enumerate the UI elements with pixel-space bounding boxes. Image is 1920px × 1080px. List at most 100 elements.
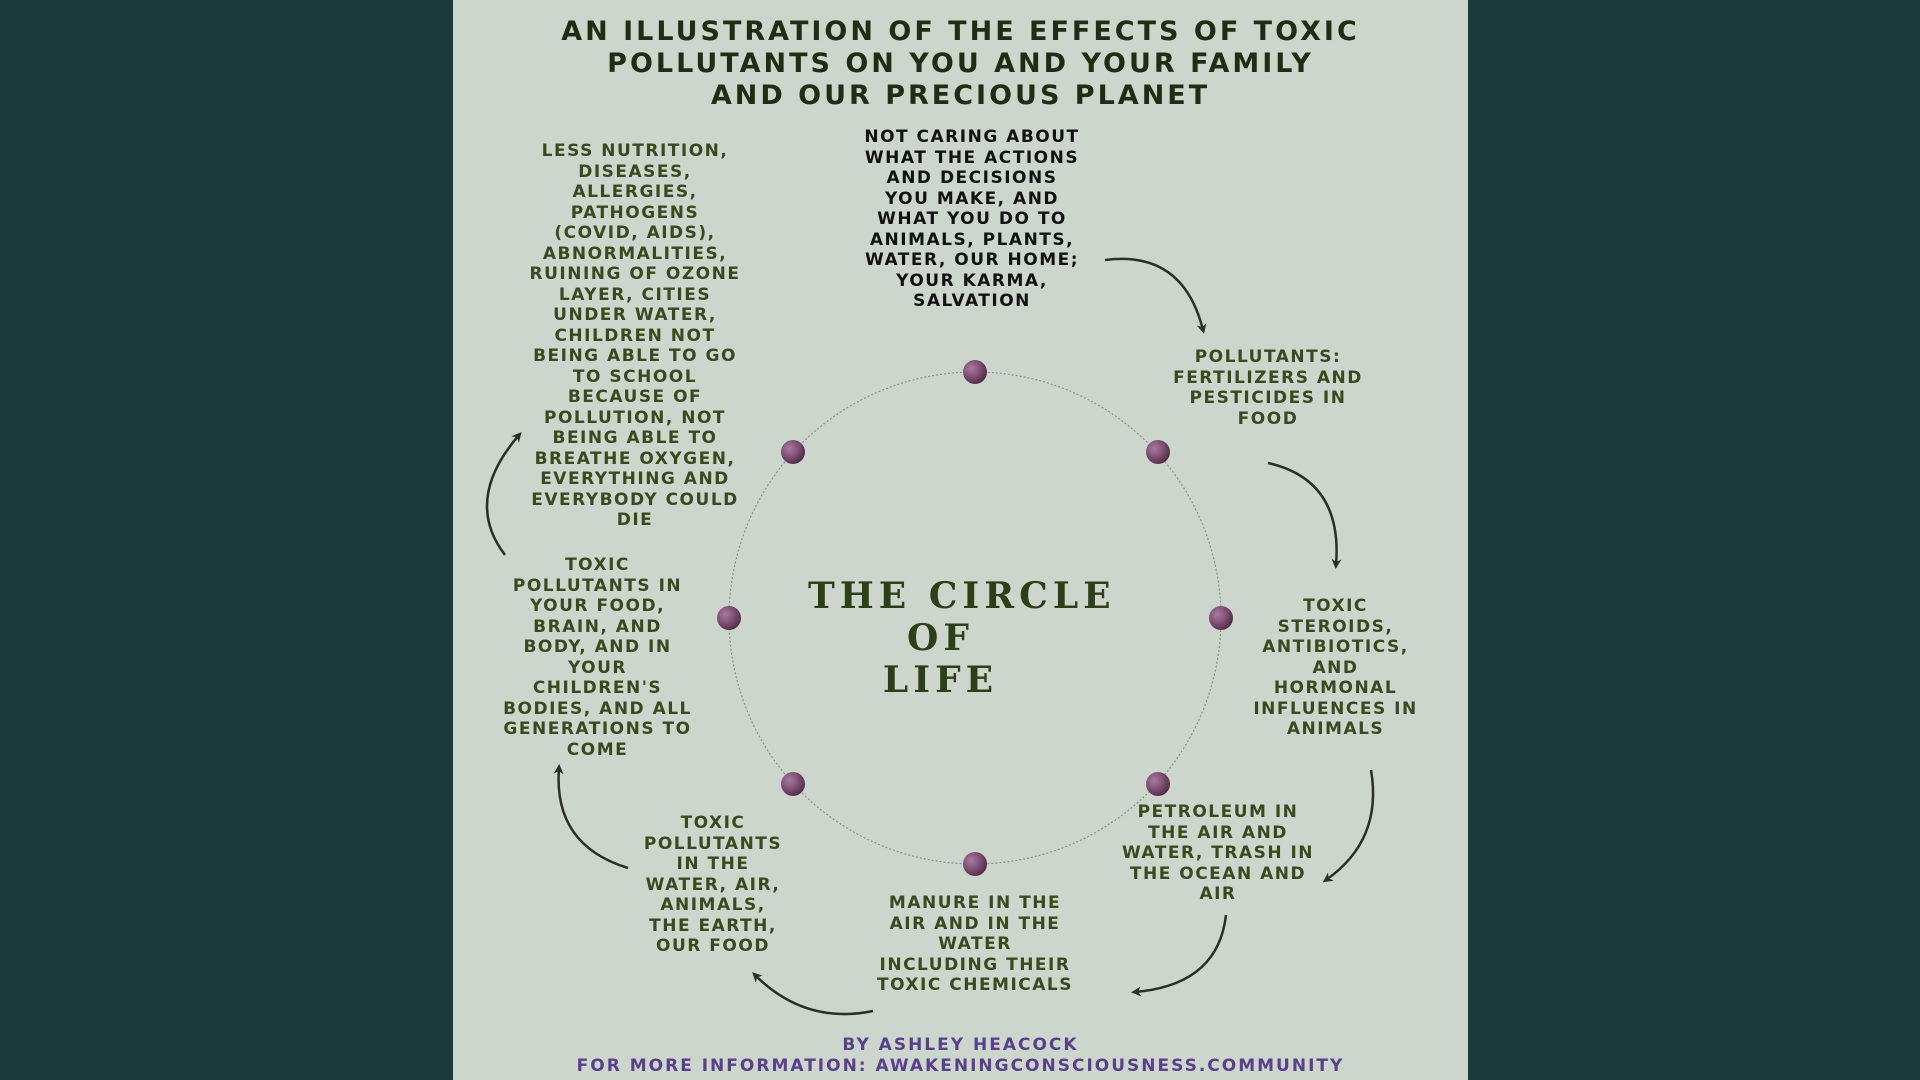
stage-line: WATER [938, 934, 1012, 954]
stage-line: ANTIBIOTICS, [1262, 637, 1409, 657]
stage-line: BODIES, AND ALL [503, 698, 692, 719]
title-line: POLLUTANTS ON YOU AND YOUR FAMILY [607, 48, 1314, 79]
stage-human-body: TOXIC POLLUTANTS IN YOUR FOOD, BRAIN, AN… [495, 555, 700, 760]
stage-line: BECAUSE OF [567, 387, 703, 407]
cycle-node [1146, 772, 1170, 796]
stage-line: BODY, AND IN [523, 637, 672, 657]
stage-line: YOUR FOOD, [529, 596, 666, 616]
infographic-panel: AN ILLUSTRATION OF THE EFFECTS OF TOXIC … [453, 0, 1468, 1080]
stage-line: RUINING OF OZONE [529, 264, 741, 284]
stage-line: DISEASES, [578, 161, 692, 182]
arrow-3 [1322, 769, 1375, 883]
stage-line: LESS NUTRITION, [541, 141, 729, 161]
arrow-6 [553, 764, 629, 870]
arrow-5 [752, 972, 874, 1016]
stage-line: WHAT THE ACTIONS [864, 147, 1080, 168]
stage-line: COME [566, 739, 629, 760]
cycle-node [963, 360, 987, 384]
stage-line: WHAT YOU DO TO [877, 209, 1067, 229]
stage-line: CHILDREN NOT [554, 325, 716, 346]
stage-line: POLLUTANTS IN [512, 575, 683, 596]
title-line: AN ILLUSTRATION OF THE EFFECTS OF TOXIC [561, 16, 1360, 47]
stage-carelessness: NOT CARING ABOUT WHAT THE ACTIONS AND DE… [847, 127, 1097, 312]
stage-line: BRAIN, AND [533, 616, 662, 637]
stage-line: WATER, TRASH IN [1121, 843, 1315, 863]
cycle-node [781, 440, 805, 464]
stage-line: MANURE IN THE [888, 893, 1062, 913]
credits: BY ASHLEY HEACOCK FOR MORE INFORMATION: … [453, 1035, 1468, 1076]
stage-line: IN THE [676, 854, 750, 874]
stage-line: EVERYBODY COULD [531, 489, 739, 510]
stage-line: THE OCEAN AND [1129, 863, 1307, 884]
stage-line: TO SCHOOL [572, 366, 698, 387]
stage-line: WATER, AIR, [645, 874, 781, 895]
title-line: AND OUR PRECIOUS PLANET [710, 80, 1211, 111]
stage-line: AND DECISIONS [886, 168, 1058, 188]
stage-line: OUR FOOD [656, 936, 770, 956]
stage-line: POLLUTION, NOT [543, 407, 727, 428]
stage-line: YOUR [567, 657, 628, 678]
stage-line: TOXIC [565, 555, 630, 575]
info-link[interactable]: FOR MORE INFORMATION: AWAKENINGCONSCIOUS… [576, 1055, 1345, 1076]
author-credit: BY ASHLEY HEACOCK [842, 1035, 1079, 1055]
stage-line: POLLUTANTS: [1194, 347, 1342, 367]
stage-line: UNDER WATER, [553, 305, 717, 325]
arrow-7 [485, 431, 522, 556]
stage-line: ANIMALS, PLANTS, [869, 229, 1075, 250]
stage-line: NOT CARING ABOUT [864, 127, 1080, 147]
stage-line: TOXIC [1303, 596, 1368, 616]
stage-line: INCLUDING THEIR [879, 954, 1071, 975]
arrow-2 [1267, 461, 1342, 569]
cycle-node [963, 852, 987, 876]
stage-line: AIR [1199, 884, 1237, 904]
stage-line: FOOD [1237, 408, 1299, 429]
stage-line: WATER, OUR HOME; [864, 250, 1080, 270]
stage-line: ANIMALS, [660, 895, 766, 915]
stage-line: BEING ABLE TO [552, 428, 718, 448]
stage-consequences: LESS NUTRITION, DISEASES, ALLERGIES, PAT… [515, 141, 755, 531]
stage-line: (COVID, AIDS), [554, 223, 716, 243]
stage-line: ALLERGIES, [572, 182, 698, 202]
stage-line: YOUR KARMA, [896, 270, 1048, 291]
stage-petroleum: PETROLEUM IN THE AIR AND WATER, TRASH IN… [1108, 802, 1328, 905]
stage-line: AND [1312, 657, 1359, 678]
stage-line: TOXIC CHEMICALS [876, 975, 1074, 995]
stage-line: YOU MAKE, AND [884, 188, 1060, 209]
page-title: AN ILLUSTRATION OF THE EFFECTS OF TOXIC … [453, 16, 1468, 112]
arrow-4 [1131, 914, 1228, 997]
stage-line: BEING ABLE TO GO [533, 346, 737, 366]
cycle-arrows [485, 257, 1375, 1016]
stage-line: CHILDREN'S [532, 678, 663, 698]
stage-environment: TOXIC POLLUTANTS IN THE WATER, AIR, ANIM… [628, 813, 798, 957]
stage-line: PATHOGENS [570, 202, 700, 223]
cycle-diagram [485, 257, 1375, 1016]
cycle-nodes [717, 360, 1233, 876]
stage-line: LAYER, CITIES [558, 284, 712, 305]
center-title-line: OF [907, 617, 974, 659]
stage-line: THE EARTH, [649, 915, 777, 936]
stage-line: DIE [616, 510, 654, 530]
cycle-node [717, 606, 741, 630]
stage-line: STEROIDS, [1277, 616, 1394, 637]
stage-line: PETROLEUM IN [1137, 802, 1299, 822]
cycle-node [781, 772, 805, 796]
stage-line: TOXIC [680, 813, 746, 833]
cycle-node [1209, 606, 1233, 630]
stage-line: INFLUENCES IN [1253, 698, 1418, 719]
center-title: THE CIRCLE OF LIFE [808, 575, 1111, 701]
stage-line: EVERYTHING AND [540, 469, 730, 489]
stage-line: BREATHE OXYGEN, [534, 448, 736, 469]
stage-line: ANIMALS [1286, 719, 1385, 739]
stage-line: GENERATIONS TO [503, 719, 692, 739]
stage-line: ABNORMALITIES, [542, 243, 728, 264]
cycle-node [1146, 440, 1170, 464]
stage-line: HORMONAL [1273, 678, 1398, 698]
stage-line: AIR AND IN THE [889, 913, 1061, 934]
stage-fertilizers: POLLUTANTS: FERTILIZERS AND PESTICIDES I… [1158, 347, 1378, 429]
stage-line: THE AIR AND [1148, 822, 1288, 843]
stage-line: SALVATION [913, 291, 1031, 311]
stage-line: POLLUTANTS [643, 833, 783, 854]
stage-line: PESTICIDES IN [1189, 388, 1347, 408]
arrow-1 [1104, 257, 1207, 334]
stage-animal-toxins: TOXIC STEROIDS, ANTIBIOTICS, AND HORMONA… [1233, 596, 1438, 740]
